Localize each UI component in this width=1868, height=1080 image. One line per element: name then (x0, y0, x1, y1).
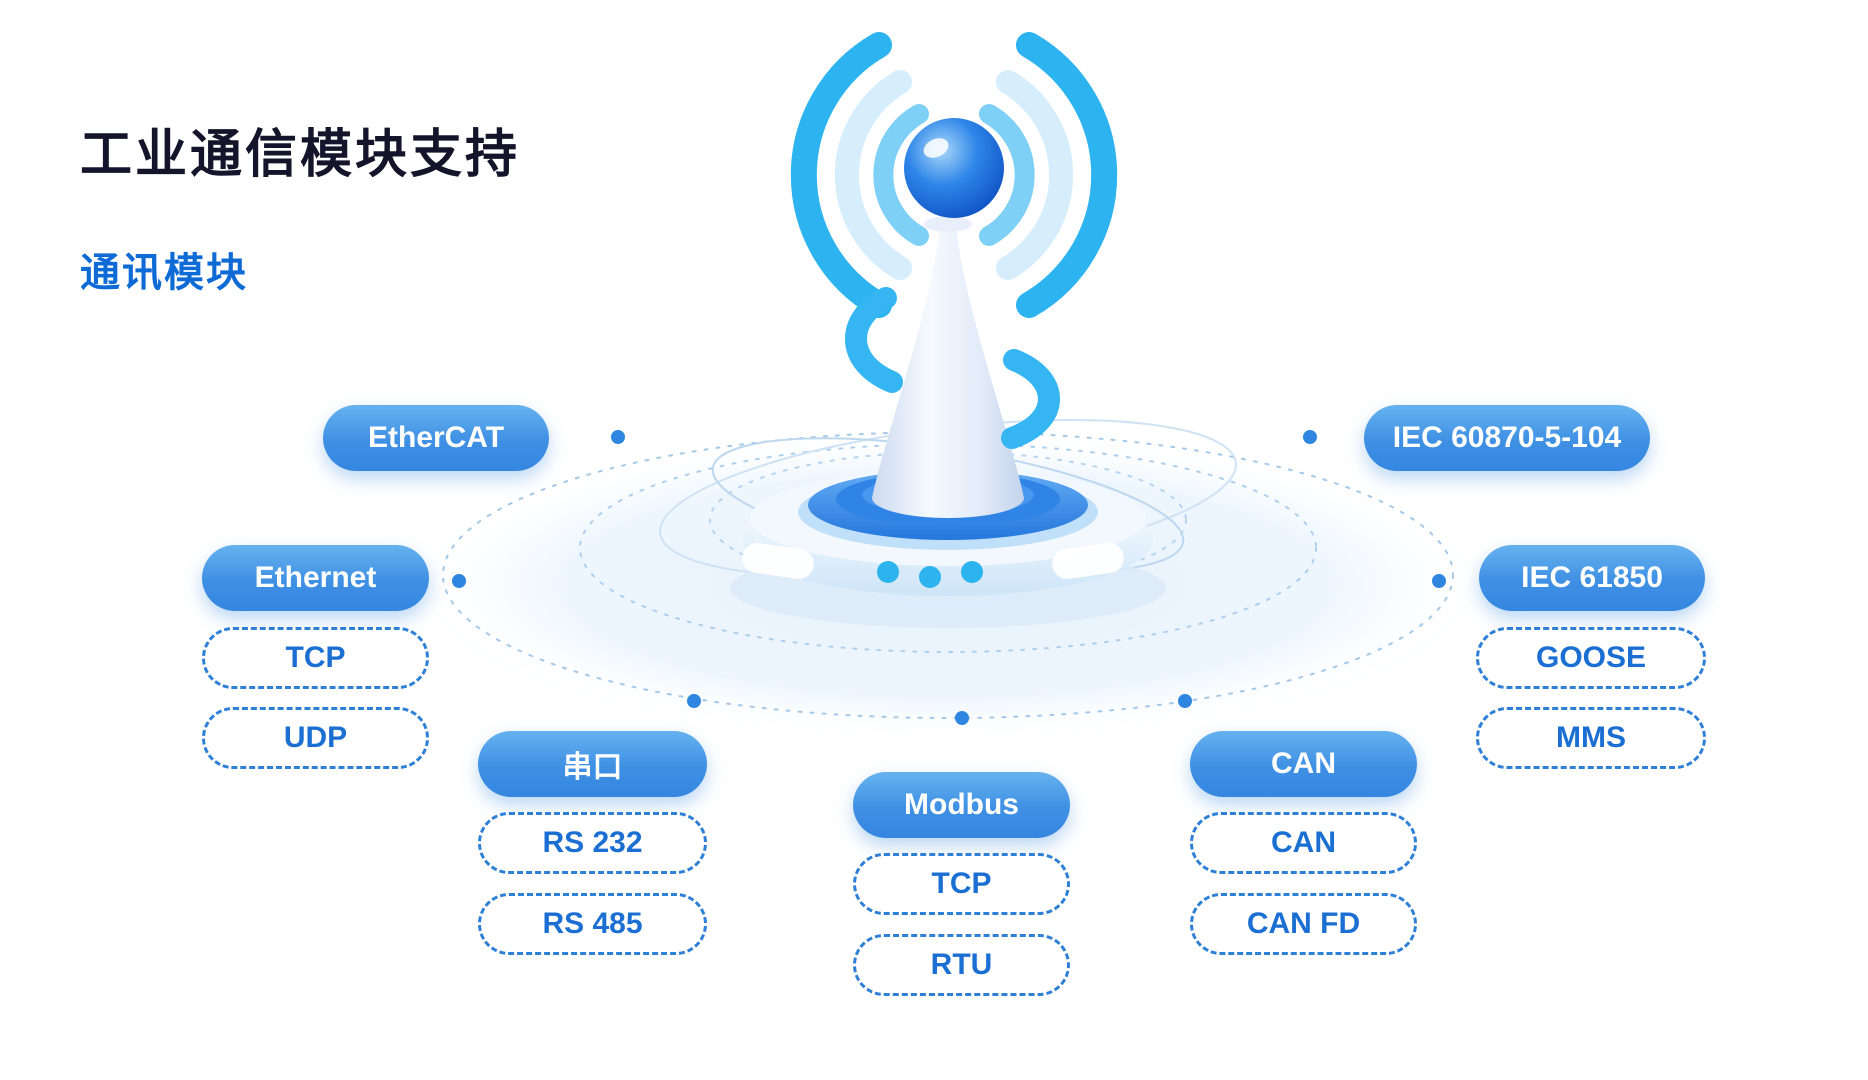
antenna (790, 32, 1118, 518)
protocol-subpill-iec61850-goose: GOOSE (1476, 627, 1706, 689)
protocol-pill-modbus: Modbus (853, 772, 1070, 838)
protocol-pill-can: CAN (1190, 731, 1417, 797)
orbit-rings (659, 419, 1237, 577)
wifi-right-icon (979, 32, 1118, 318)
protocol-subpill-iec61850-mms: MMS (1476, 707, 1706, 769)
page-subtitle: 通讯模块 (80, 251, 248, 295)
platform-indicator-dots (877, 561, 983, 588)
protocol-subpill-serial-rs485: RS 485 (478, 893, 707, 955)
protocol-subpill-ethernet-tcp: TCP (202, 627, 429, 689)
protocol-pill-ethernet: Ethernet (202, 545, 429, 611)
protocol-pill-iec-61850: IEC 61850 (1479, 545, 1705, 611)
connector-dot (1303, 430, 1317, 444)
sphere-highlight (923, 138, 949, 158)
page-title: 工业通信模块支持 (80, 126, 521, 184)
dashed-ring-middle (579, 443, 1317, 653)
connector-dot (1178, 694, 1192, 708)
protocol-subpill-can-canfd: CAN FD (1190, 893, 1417, 955)
connector-dot (452, 574, 466, 588)
dashed-ring-inner (709, 451, 1187, 589)
wifi-left-icon (790, 32, 929, 318)
connector-dots (452, 430, 1446, 725)
connector-dot (955, 711, 969, 725)
protocol-subpill-modbus-tcp: TCP (853, 853, 1070, 915)
protocol-pill-iec-60870-5-104: IEC 60870-5-104 (1364, 405, 1650, 471)
protocol-pill-ethercat: EtherCAT (323, 405, 549, 471)
protocol-subpill-serial-rs232: RS 232 (478, 812, 707, 874)
protocol-subpill-modbus-rtu: RTU (853, 934, 1070, 996)
platform (730, 470, 1166, 628)
protocol-subpill-ethernet-udp: UDP (202, 707, 429, 769)
ribbon-left (845, 287, 903, 393)
protocol-subpill-can-can: CAN (1190, 812, 1417, 874)
antenna-sphere (904, 118, 1004, 218)
dashed-ring-outer (442, 431, 1454, 719)
connector-dot (1432, 574, 1446, 588)
antenna-cone (872, 224, 1024, 518)
connector-dot (687, 694, 701, 708)
protocol-pill-serial-port: 串口 (478, 731, 707, 797)
connector-dot (611, 430, 625, 444)
ribbon-right (1001, 349, 1060, 449)
ring-backdrop (400, 425, 1496, 745)
